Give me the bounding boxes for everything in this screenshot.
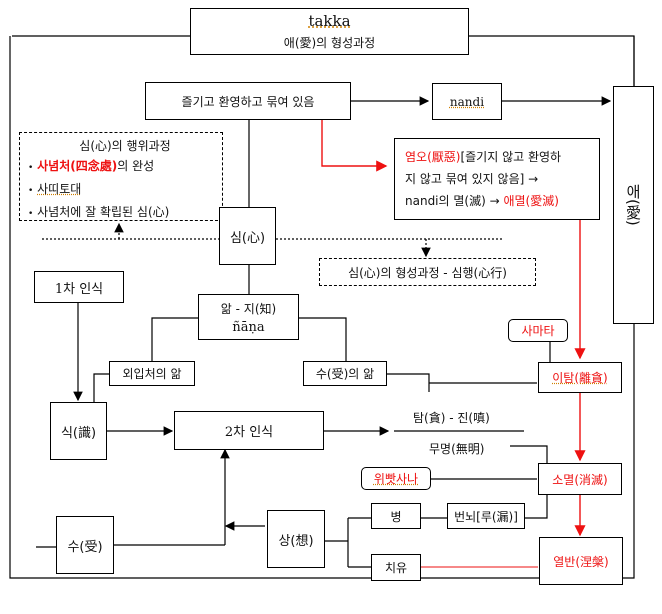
mind-action-item-text: 사념처에 잘 확립된 심(心) (37, 205, 170, 219)
node-knowing-line2: ñāṇa (232, 319, 265, 335)
node-healing: 치유 (371, 554, 421, 581)
node-vipassana: 위빳사나 (361, 467, 431, 490)
mind-action-item: • 사념처에 잘 확립된 심(心) (28, 202, 169, 225)
node-dispassion: 이탐(離貪) (538, 362, 622, 393)
node-disgust: 염오(厭惡)[즐기지 않고 환영하 지 않고 묶여 있지 않음] → nandi… (394, 138, 600, 220)
disgust-text: [즐기지 않고 환영하 (460, 150, 562, 164)
node-defilement-label: 번뇌[루(漏)] (454, 509, 518, 524)
node-dispassion-label: 이탐(離貪) (552, 371, 608, 385)
node-feeling: 수(受) (56, 516, 114, 574)
disgust-text: nandi의 멸(滅) → (405, 194, 504, 208)
disgust-term: 염오(厭惡) (405, 150, 461, 164)
mind-action-item-red: 사념처(四念處) (37, 159, 118, 173)
node-samatha-label: 사마타 (521, 324, 555, 338)
label-greed-hate: 탐(貪) - 진(嗔) (413, 411, 490, 425)
node-disease-label: 병 (390, 509, 402, 524)
disgust-term: 애멸(愛滅) (503, 194, 559, 208)
mind-action-box: 심(心)의 행위과정 • 사념처(四念處)의 완성 • 사띠토대 • 사념처에 … (19, 132, 223, 221)
node-mind-label: 심(心) (229, 230, 266, 246)
disgust-line-3: nandi의 멸(滅) → 애멸(愛滅) (405, 190, 559, 212)
node-second-cognition-label: 2차 인식 (224, 425, 274, 440)
node-cessation-label: 소멸(消滅) (552, 472, 608, 487)
node-ae-label: 애(愛) (624, 184, 642, 226)
node-enjoy-label: 즐기고 환영하고 묶여 있음 (181, 94, 315, 109)
node-external-knowing: 외입처의 앎 (109, 361, 195, 386)
node-perception: 상(想) (267, 510, 325, 568)
enjoy-to-disgust-arrow (321, 120, 388, 172)
node-healing-label: 치유 (384, 561, 408, 575)
node-nandi-label: nandi (449, 94, 485, 109)
node-knowing-line1: 앎 - 지(知) (220, 301, 277, 316)
label-ignorance: 무명(無明) (429, 442, 485, 456)
node-mind-formation: 심(心)의 형성과정 - 심행(心行) (319, 258, 536, 286)
node-external-knowing-label: 외입처의 앎 (122, 367, 182, 381)
node-second-cognition: 2차 인식 (174, 411, 324, 450)
node-perception-label: 상(想) (278, 533, 314, 549)
node-cessation: 소멸(消滅) (538, 463, 622, 495)
node-disease: 병 (371, 503, 421, 529)
node-consciousness-label: 식(識) (60, 425, 97, 441)
node-nibbana-label: 열반(涅槃) (553, 554, 609, 569)
node-defilement: 번뇌[루(漏)] (447, 503, 525, 529)
node-feeling-knowing: 수(受)의 앎 (303, 361, 387, 386)
node-nandi: nandi (432, 83, 502, 120)
bullet-icon: • (28, 163, 34, 173)
node-knowing: 앎 - 지(知) ñāṇa (198, 294, 299, 340)
node-first-cognition-label: 1차 인식 (54, 281, 104, 297)
node-consciousness: 식(識) (50, 402, 107, 460)
mind-action-item: • 사띠토대 (28, 179, 81, 202)
node-samatha: 사마타 (508, 319, 568, 342)
disgust-line-2: 지 않고 묶여 있지 않음] → (405, 172, 539, 186)
title-subtitle: 애(愛)의 형성과정 (283, 36, 376, 50)
node-feeling-knowing-label: 수(受)의 앎 (315, 367, 375, 381)
bullet-icon: • (28, 186, 34, 196)
node-mind: 심(心) (219, 207, 276, 265)
node-enjoy: 즐기고 환영하고 묶여 있음 (145, 82, 351, 120)
mind-action-item: • 사념처(四念處)의 완성 (28, 156, 154, 179)
disgust-line-1: 염오(厭惡)[즐기지 않고 환영하 (405, 146, 561, 168)
mind-action-item-text: 사띠토대 (37, 182, 82, 196)
title-main: takka (308, 12, 351, 30)
node-mind-formation-label: 심(心)의 형성과정 - 심행(心行) (348, 265, 507, 280)
bullet-icon: • (28, 209, 34, 219)
mind-action-item-text: 의 완성 (117, 159, 155, 173)
node-feeling-label: 수(受) (67, 539, 103, 555)
node-first-cognition: 1차 인식 (34, 271, 124, 303)
title-box: takka 애(愛)의 형성과정 (190, 8, 469, 55)
node-ae: 애(愛) (613, 86, 654, 324)
node-nibbana: 열반(涅槃) (539, 537, 623, 585)
mind-action-heading: 심(心)의 행위과정 (79, 139, 171, 153)
node-vipassana-label: 위빳사나 (373, 472, 419, 486)
